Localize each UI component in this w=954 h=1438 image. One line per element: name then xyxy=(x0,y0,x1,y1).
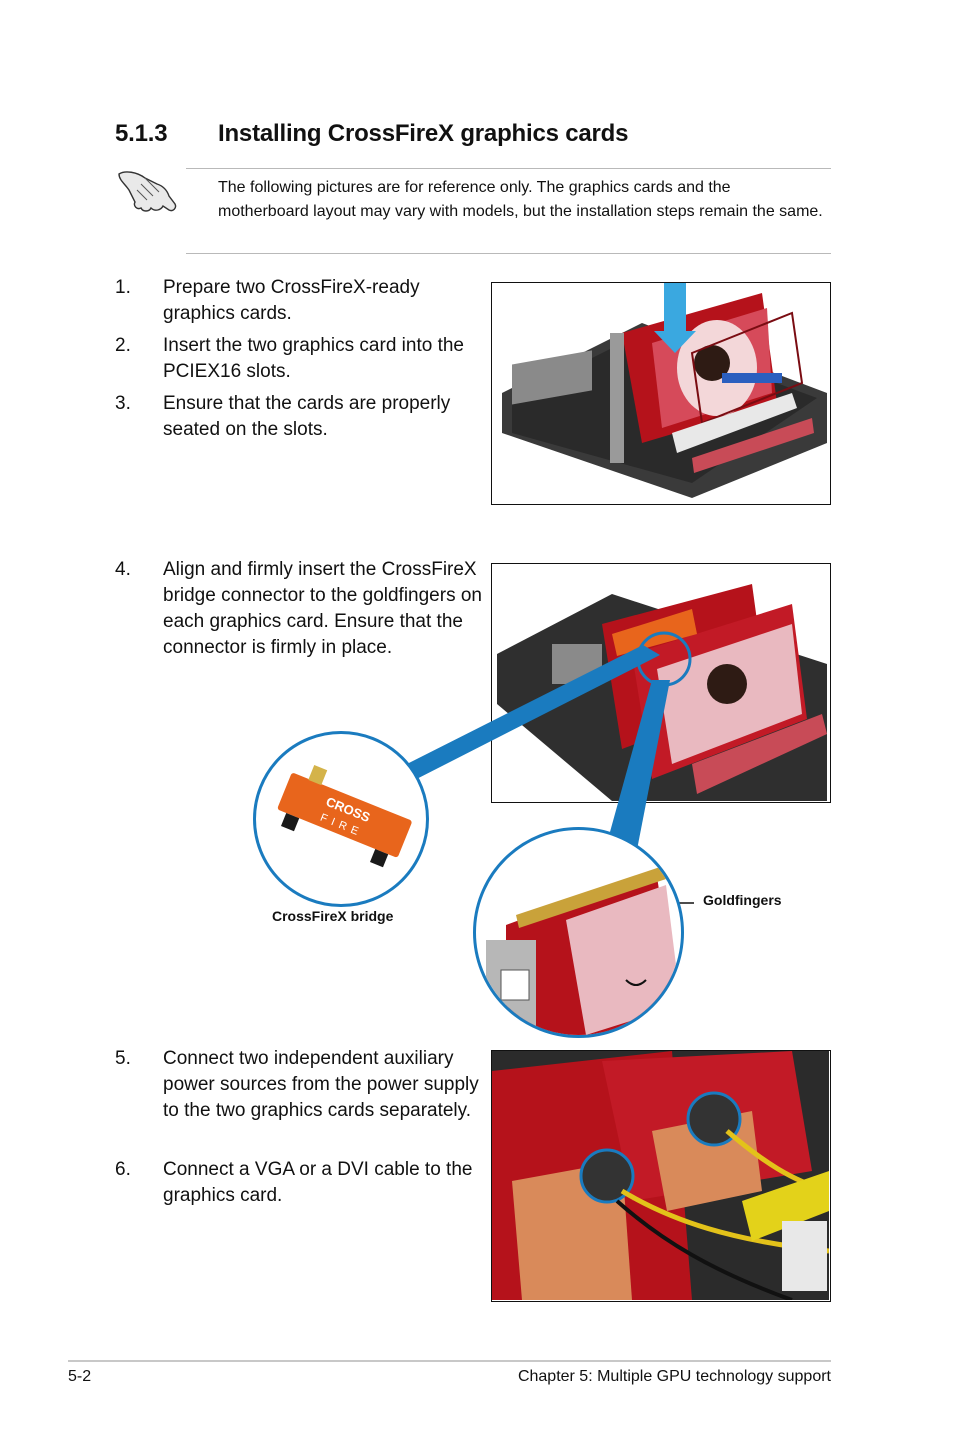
step-text: Connect a VGA or a DVI cable to the grap… xyxy=(163,1159,473,1206)
step-number: 2. xyxy=(115,335,131,356)
hand-pointing-icon xyxy=(115,166,181,216)
footer-rule xyxy=(68,1360,831,1362)
step-number: 3. xyxy=(115,393,131,414)
step-text: Prepare two CrossFireX-ready graphics ca… xyxy=(163,277,420,324)
note-top-rule xyxy=(186,168,831,169)
step-text: Align and firmly insert the CrossFireX b… xyxy=(163,559,482,658)
photo-bridge-installed xyxy=(491,563,831,803)
note-bottom-rule xyxy=(186,253,831,254)
step-text: Connect two independent auxiliary power … xyxy=(163,1048,479,1121)
photo-cards-insertion xyxy=(491,282,831,505)
step-number: 1. xyxy=(115,277,131,298)
page-number: 5-2 xyxy=(68,1368,92,1385)
step-number: 5. xyxy=(115,1048,131,1069)
crossfirex-bridge-callout: CROSS FIRE xyxy=(253,731,429,907)
step-text: Ensure that the cards are properly seate… xyxy=(163,393,451,440)
step-text: Insert the two graphics card into the PC… xyxy=(163,335,464,382)
chapter-title: Chapter 5: Multiple GPU technology suppo… xyxy=(517,1368,831,1385)
step-number: 4. xyxy=(115,559,131,580)
goldfingers-label: Goldfingers xyxy=(703,892,782,908)
step-number: 6. xyxy=(115,1159,131,1180)
crossfirex-bridge-label: CrossFireX bridge xyxy=(272,908,394,924)
photo-power-connectors xyxy=(491,1050,831,1302)
section-heading: 5.1.3 Installing CrossFireX graphics card… xyxy=(115,120,628,148)
note-text: The following pictures are for reference… xyxy=(218,179,823,220)
goldfingers-callout xyxy=(473,827,684,1038)
section-number: 5.1.3 xyxy=(115,120,168,147)
section-title: Installing CrossFireX graphics cards xyxy=(218,120,629,147)
